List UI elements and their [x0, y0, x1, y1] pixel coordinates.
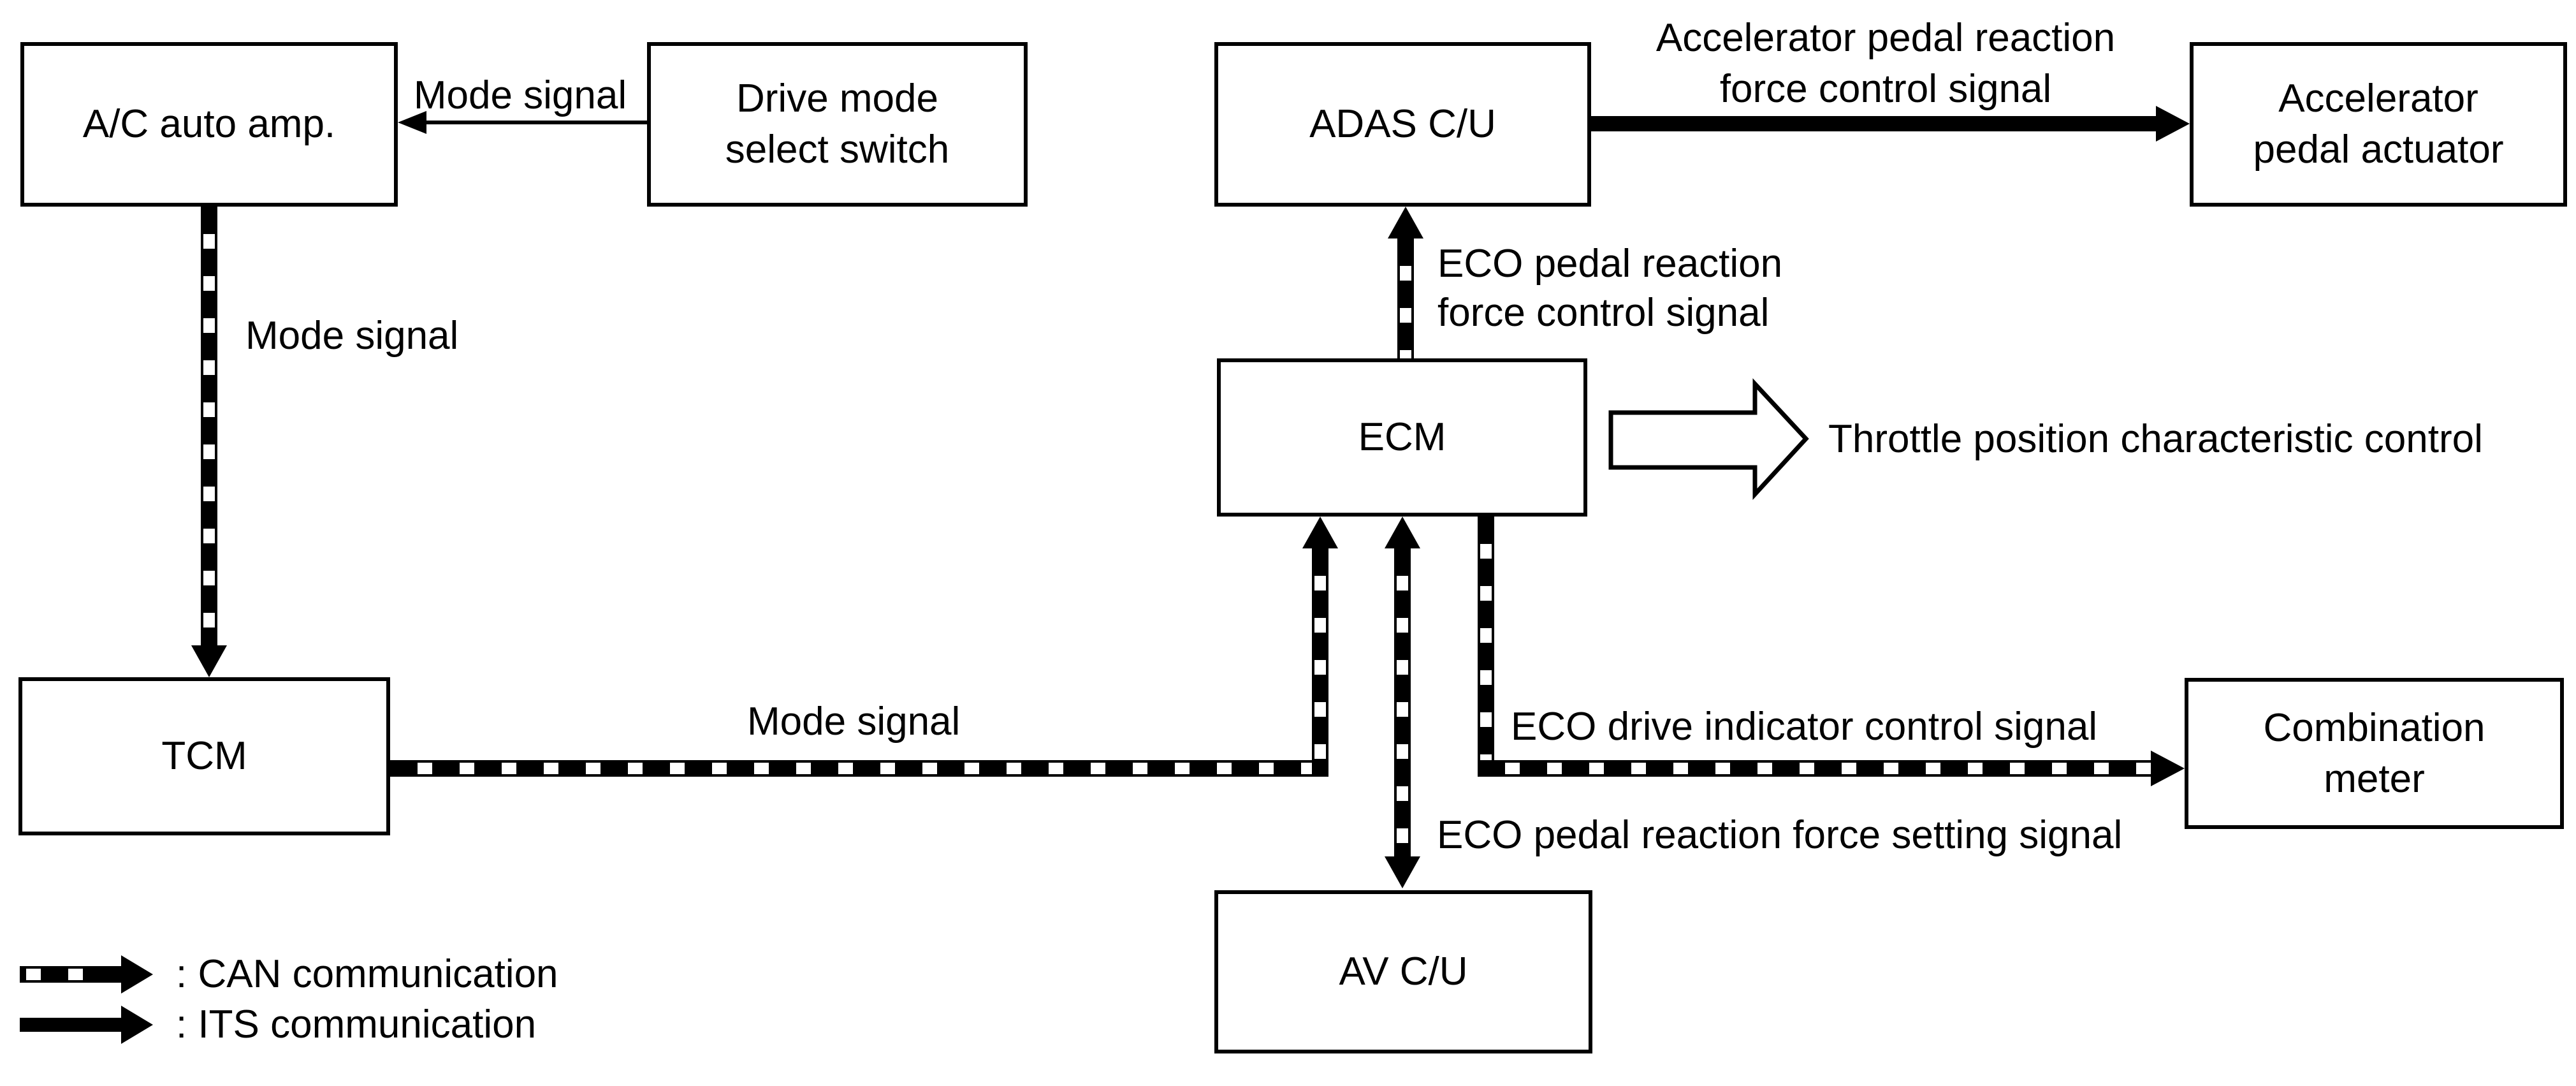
box-drive-mode-label-line2: select switch	[725, 128, 950, 172]
box-combo-label-line1: Combination	[2263, 705, 2485, 750]
can-line-ecm-combo-vertical	[1478, 517, 1494, 777]
box-ac-auto-amp: A/C auto amp.	[20, 42, 398, 207]
label-mode-signal-top: Mode signal	[413, 73, 627, 117]
arrowhead-right-icon	[2156, 106, 2190, 142]
label-eco-pedal-reaction-control-line1: ECO pedal reaction	[1437, 242, 1783, 286]
legend-its-line-icon	[20, 1018, 121, 1032]
legend-its-arrowhead-icon	[121, 1006, 153, 1044]
arrowhead-up-icon	[1388, 207, 1423, 238]
box-combo-label-line2: meter	[2324, 756, 2425, 801]
label-accel-pedal-reaction-line2: force control signal	[1719, 67, 2052, 111]
label-throttle-position: Throttle position characteristic control	[1828, 417, 2483, 461]
box-drive-mode-select-switch: Drive mode select switch	[647, 42, 1028, 207]
can-line-tcm-horizontal	[390, 760, 1328, 777]
mode-signal-line	[421, 121, 647, 124]
legend-its-label: : ITS communication	[176, 1002, 537, 1046]
legend-can-label: : CAN communication	[176, 952, 558, 996]
box-accelerator-pedal-actuator: Accelerator pedal actuator	[2190, 42, 2567, 207]
label-eco-pedal-setting: ECO pedal reaction force setting signal	[1437, 813, 2123, 857]
box-adas-cu: ADAS C/U	[1214, 42, 1591, 207]
label-mode-signal-left: Mode signal	[245, 314, 459, 358]
box-ecm: ECM	[1217, 358, 1587, 517]
box-accel-label-line1: Accelerator	[2278, 77, 2478, 121]
can-line-ac-to-tcm	[201, 207, 217, 645]
label-mode-signal-mid: Mode signal	[747, 700, 961, 744]
arrowhead-left-icon	[398, 111, 426, 134]
can-line-ecm-combo-horizontal	[1478, 760, 2151, 777]
box-accel-label-line2: pedal actuator	[2253, 128, 2504, 172]
can-line-ecm-to-adas	[1397, 238, 1414, 358]
arrowhead-right-icon	[2151, 751, 2185, 786]
label-eco-pedal-reaction-control-line2: force control signal	[1437, 291, 1770, 335]
box-ecm-label: ECM	[1358, 415, 1446, 459]
box-av-cu-label: AV C/U	[1339, 950, 1468, 994]
legend-can-line-icon	[20, 966, 121, 983]
label-accel-pedal-reaction-line1: Accelerator pedal reaction	[1655, 16, 2116, 60]
can-line-tcm-vertical	[1312, 548, 1328, 777]
arrowhead-down-icon	[191, 645, 227, 677]
box-ac-auto-amp-label: A/C auto amp.	[82, 102, 336, 146]
box-av-cu: AV C/U	[1214, 890, 1592, 1053]
arrowhead-down-icon	[1385, 856, 1420, 888]
label-eco-pedal-reaction-control: ECO pedal reaction force control signal	[1437, 239, 1782, 337]
box-combination-meter: Combination meter	[2185, 678, 2564, 829]
label-eco-drive-indicator: ECO drive indicator control signal	[1511, 705, 2098, 749]
box-tcm-label: TCM	[161, 734, 247, 778]
legend-can-arrowhead-icon	[121, 955, 153, 994]
label-accel-pedal-reaction: Accelerator pedal reaction force control…	[1627, 13, 2144, 115]
can-line-ecm-av	[1394, 548, 1411, 856]
its-line-adas-to-actuator	[1591, 116, 2156, 131]
arrowhead-up-icon	[1302, 517, 1338, 548]
hollow-block-arrow-icon	[1608, 378, 1809, 500]
arrowhead-up-icon	[1385, 517, 1420, 548]
box-tcm: TCM	[18, 677, 390, 835]
box-drive-mode-label-line1: Drive mode	[736, 77, 938, 121]
box-adas-cu-label: ADAS C/U	[1309, 102, 1496, 146]
